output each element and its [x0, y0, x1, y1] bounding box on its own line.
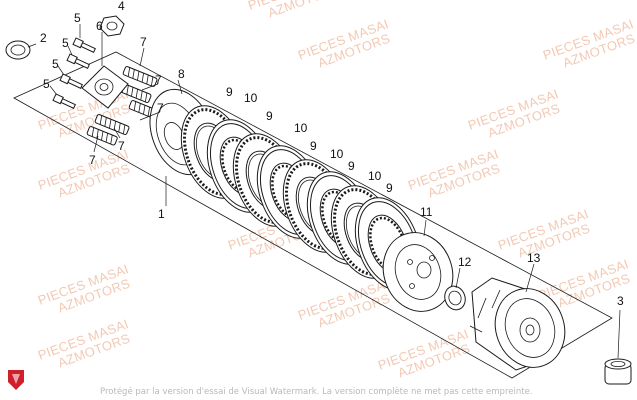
callout-3: 3 — [617, 294, 624, 308]
callout-2: 2 — [40, 31, 47, 45]
callout-10-d: 10 — [368, 169, 382, 183]
callout-5-b: 5 — [62, 36, 69, 50]
callout-9-d: 9 — [348, 159, 355, 173]
clutch-hub — [382, 232, 454, 312]
watermark-text: PIECES MASAIAZMOTORS — [36, 86, 136, 146]
clutch-plates — [180, 105, 422, 291]
callout-9-b: 9 — [266, 109, 273, 123]
watermark-text: PIECES MASAIAZMOTORS — [36, 261, 136, 321]
clutch-basket — [469, 277, 566, 371]
red-shield-logo-icon — [8, 370, 24, 390]
assembly-frame — [13, 51, 613, 379]
callout-9-e: 9 — [386, 181, 393, 195]
callout-10-a: 10 — [244, 91, 258, 105]
washer-2 — [5, 40, 31, 60]
callout-8: 8 — [178, 67, 185, 81]
watermark-text: PIECES MASAIAZMOTORS — [246, 0, 346, 26]
watermark-text: PIECES MASAIAZMOTORS — [376, 326, 476, 386]
watermark-text: PIECES MASAIAZMOTORS — [296, 16, 396, 76]
callout-7-b: 7 — [155, 73, 162, 87]
callout-6: 6 — [96, 19, 103, 33]
callout-11: 11 — [420, 205, 433, 219]
watermark-text: PIECES MASAIAZMOTORS — [496, 206, 596, 266]
bushing — [604, 358, 632, 385]
thrust-washer — [444, 285, 466, 311]
callout-4: 4 — [118, 0, 125, 13]
bolts — [52, 37, 96, 109]
callout-13: 13 — [527, 251, 541, 265]
callout-7-d: 7 — [118, 139, 125, 153]
callout-9-c: 9 — [310, 139, 317, 153]
watermark-trial-notice: Protégé par la version d'essai de Visual… — [100, 386, 533, 397]
callout-labels: 1 2 3 4 5 5 5 5 6 7 7 7 7 7 8 9 10 9 10 … — [40, 0, 624, 308]
callout-9-a: 9 — [226, 85, 233, 99]
nut — [99, 15, 125, 37]
callout-7-c: 7 — [157, 101, 164, 115]
leader-lines — [27, 24, 621, 359]
watermark-text: PIECES MASAIAZMOTORS — [406, 146, 506, 206]
callout-7-e: 7 — [89, 153, 96, 167]
watermark-text: PIECES MASAIAZMOTORS — [296, 276, 396, 336]
callout-1: 1 — [158, 207, 165, 221]
watermark-text: PIECES MASAIAZMOTORS — [541, 16, 637, 76]
callout-10-b: 10 — [294, 121, 308, 135]
callout-5-a: 5 — [74, 11, 81, 25]
callout-5-c: 5 — [52, 57, 59, 71]
watermark-text: PIECES MASAIAZMOTORS — [36, 316, 136, 376]
watermark-text: PIECES MASAIAZMOTORS — [36, 146, 136, 206]
watermark-text: PIECES MASAIAZMOTORS — [466, 86, 566, 146]
lifter-plate — [81, 65, 129, 109]
callout-5-d: 5 — [43, 77, 50, 91]
callout-10-c: 10 — [330, 147, 344, 161]
callout-12: 12 — [458, 255, 472, 269]
callout-7-a: 7 — [140, 35, 147, 49]
